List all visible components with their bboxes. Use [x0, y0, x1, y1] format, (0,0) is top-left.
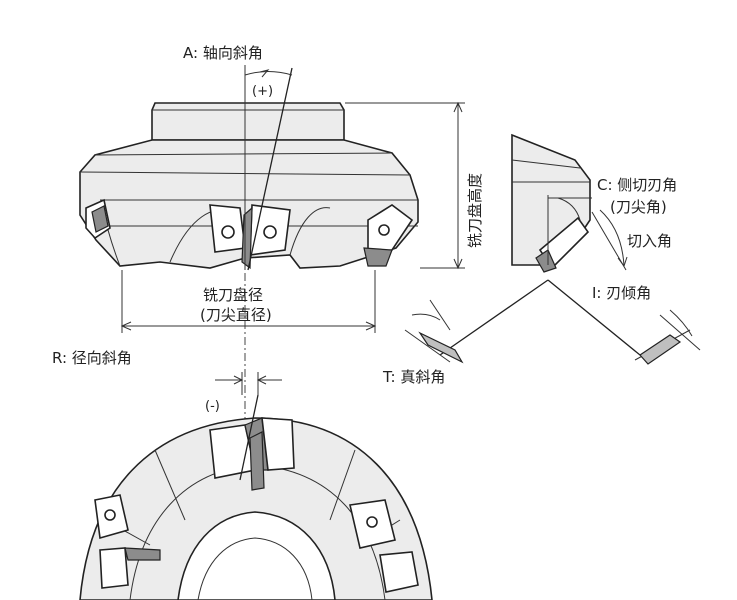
front-insert-left	[94, 494, 161, 589]
insert-center-left	[209, 204, 246, 253]
radial-rake-sign: (-)	[205, 399, 220, 414]
cutter-partial-view	[511, 133, 628, 273]
cutter-top-boss	[151, 102, 345, 141]
true-rake-wedge	[418, 331, 464, 364]
lead-angle-label: 切入角	[627, 232, 672, 250]
cutter-diameter-sublabel: (刀尖直径)	[200, 306, 272, 324]
axial-rake-sign: (+)	[252, 84, 273, 99]
axial-rake-label: A: 轴向斜角	[183, 44, 263, 62]
front-insert-right	[349, 499, 419, 593]
side-cutting-angle-label: C: 侧切刃角	[597, 176, 677, 194]
cutter-height-dimension: 铣刀盘高度	[345, 101, 484, 270]
inclination-angle-label: I: 刃倾角	[592, 284, 651, 302]
cutter-height-label: 铣刀盘高度	[466, 173, 484, 248]
rake-inclination-diagram	[404, 279, 701, 365]
radial-rake-label: R: 径向斜角	[52, 349, 132, 367]
insert-left	[85, 198, 111, 240]
axial-rake-indicator: A: 轴向斜角 (+)	[183, 44, 293, 271]
insert-right	[363, 204, 414, 267]
cutter-side-view	[79, 102, 419, 270]
cutter-diameter-label: 铣刀盘径	[203, 286, 263, 304]
cutter-diameter-dimension: 铣刀盘径 (刀尖直径)	[120, 270, 377, 333]
true-rake-label: T: 真斜角	[382, 368, 445, 386]
insert-center	[241, 204, 291, 270]
radial-rake-indicator: (-)	[205, 372, 282, 481]
inclination-wedge	[639, 334, 682, 365]
side-cutting-angle-sublabel: (刀尖角)	[610, 198, 667, 216]
cutter-front-view	[79, 417, 433, 600]
